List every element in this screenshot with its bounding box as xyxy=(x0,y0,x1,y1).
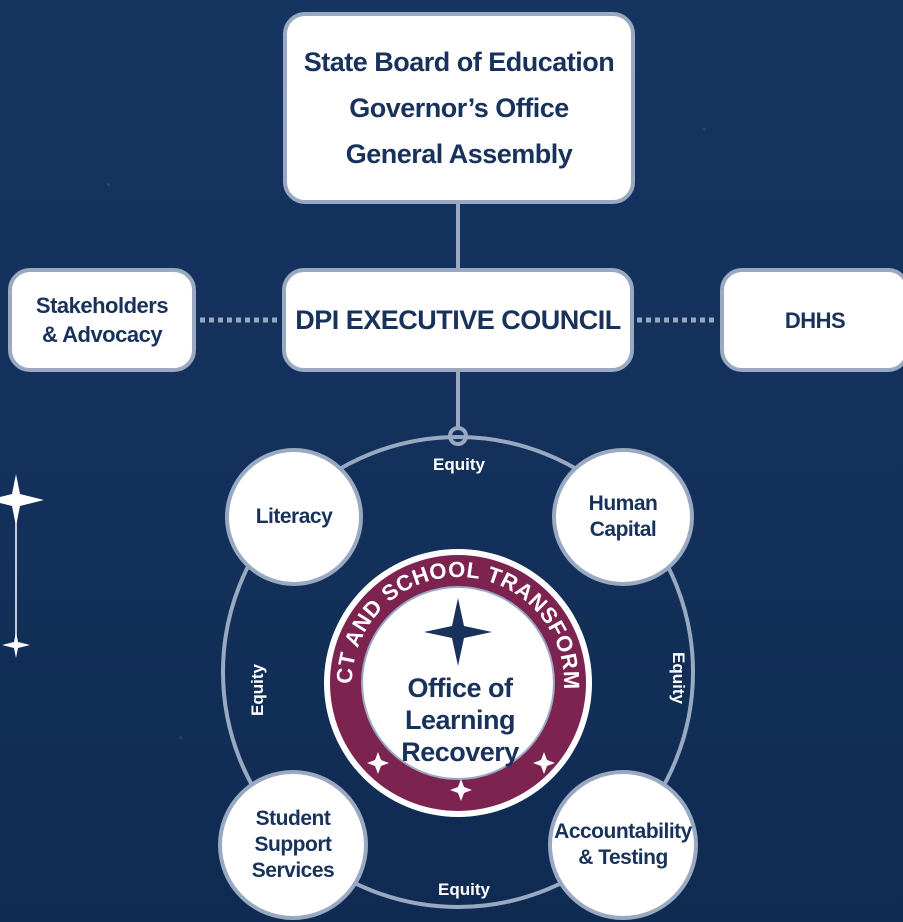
literacy-node: Literacy xyxy=(225,448,363,586)
student-support-line-2: Services xyxy=(251,859,335,882)
human-capital-line-2: Capital xyxy=(589,518,657,541)
learning-recovery-title: Office of Learning Recovery xyxy=(355,672,565,768)
dhhs-label: DHHS xyxy=(784,307,846,333)
equity-ring xyxy=(221,435,695,909)
student-support-node: Student Support Services xyxy=(218,770,368,920)
dhhs-box: DHHS xyxy=(720,268,903,372)
emblem-inner-circle xyxy=(361,586,555,780)
equity-label-bottom: Equity xyxy=(438,880,490,899)
center-line-2: Recovery xyxy=(401,737,519,767)
stakeholders-line-2: & Advocacy xyxy=(41,322,163,347)
governance-line-3: General Assembly xyxy=(345,139,573,169)
governance-box: State Board of Education Governor’s Offi… xyxy=(283,12,635,204)
stakeholders-line-1: Stakeholders xyxy=(35,293,169,318)
accountability-line-2: & Testing xyxy=(578,846,668,869)
equity-label-right: Equity xyxy=(668,652,688,704)
equity-label-left: Equity xyxy=(247,664,267,716)
human-capital-line-1: Human xyxy=(588,492,658,515)
student-support-line-1: Student Support xyxy=(254,807,332,856)
literacy-label: Literacy xyxy=(255,505,333,528)
star-icon xyxy=(0,474,44,526)
star-icon xyxy=(2,632,30,658)
human-capital-node: Human Capital xyxy=(552,448,694,586)
governance-line-1: State Board of Education xyxy=(303,47,615,77)
ring-star-icon xyxy=(450,779,472,801)
exec-council-box: DPI EXECUTIVE COUNCIL xyxy=(282,268,634,372)
accountability-node: Accountability & Testing xyxy=(548,770,698,920)
center-line-1: Office of Learning xyxy=(404,673,516,735)
exec-council-label: DPI EXECUTIVE COUNCIL xyxy=(295,304,621,335)
equity-label-top: Equity xyxy=(433,455,485,474)
accountability-line-1: Accountability xyxy=(554,820,692,843)
ring-star-icon xyxy=(367,752,389,774)
compass-star-icon xyxy=(424,598,492,666)
stakeholders-box: Stakeholders & Advocacy xyxy=(8,268,196,372)
governance-line-2: Governor’s Office xyxy=(349,93,569,123)
ring-star-icon xyxy=(533,752,555,774)
